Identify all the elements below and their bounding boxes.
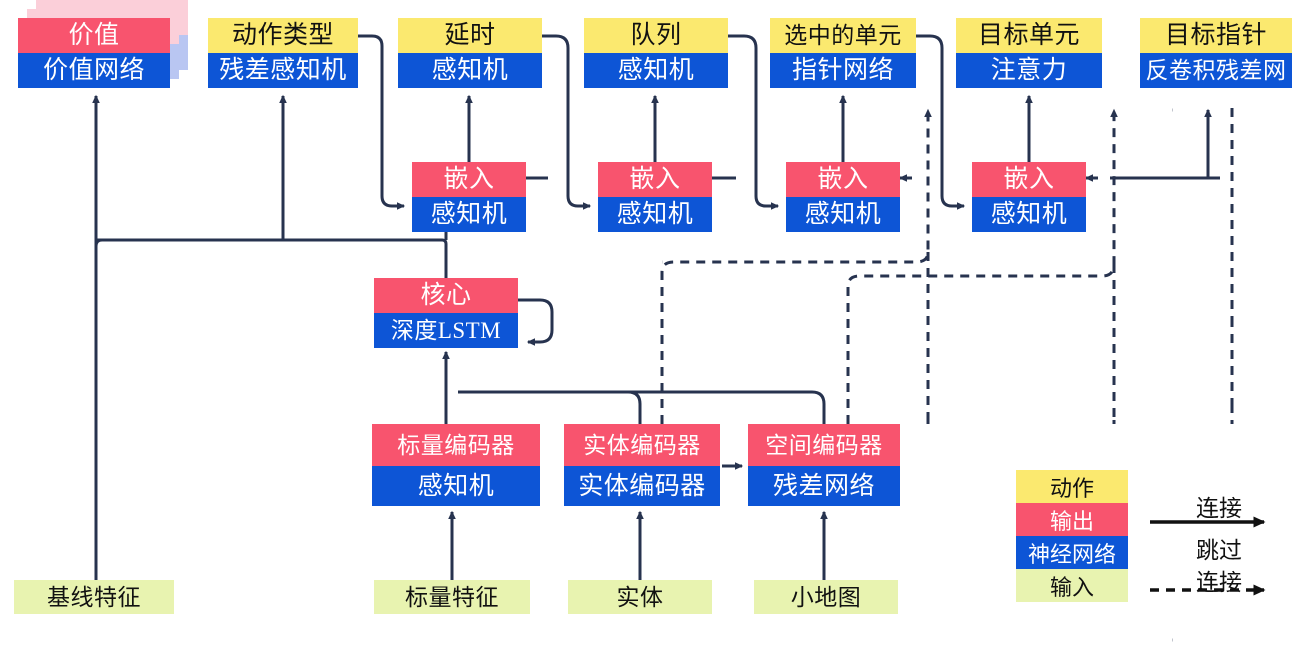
node-scalar-encoder-network-label: 感知机 [372, 466, 540, 506]
node-embed-3-output-label: 嵌入 [786, 162, 900, 197]
wire-core-recurrent-loop [518, 298, 554, 346]
node-delay-network-label: 感知机 [398, 53, 542, 88]
legend-skip-label-line1: 跳过 [1196, 538, 1242, 563]
node-core[interactable]: 核心深度LSTM [374, 278, 518, 348]
node-selected-units-output-label: 选中的单元 [770, 18, 916, 53]
legend-skip-label-line2: 连接 [1196, 570, 1242, 595]
node-scalar-encoder-output-label: 标量编码器 [372, 424, 540, 466]
node-core-network-label: 深度LSTM [374, 313, 518, 348]
node-embed-1-output-label: 嵌入 [412, 162, 526, 197]
node-delay-output-label: 延时 [398, 18, 542, 53]
legend-network: 神经网络 [1016, 536, 1128, 569]
node-action-type-network-label: 残差感知机 [208, 53, 358, 88]
skip-connections-lower [926, 404, 1234, 424]
node-target-unit-network-label: 注意力 [956, 53, 1102, 88]
input-baseline-features-label: 基线特征 [14, 580, 174, 614]
legend-action: 动作 [1016, 470, 1128, 503]
wire-delay-to-embed-2 [542, 34, 592, 210]
node-value-network-label: 价值网络 [18, 53, 170, 88]
wire-queued-to-embed-3 [728, 34, 780, 210]
node-embed-2[interactable]: 嵌入感知机 [598, 162, 712, 232]
wire-selected-units-to-embed-4 [916, 34, 966, 210]
node-queued-output-label: 队列 [584, 18, 728, 53]
input-minimap[interactable]: 小地图 [754, 580, 898, 614]
legend-input: 输入 [1016, 569, 1128, 602]
node-embed-2-output-label: 嵌入 [598, 162, 712, 197]
skip-connections [660, 108, 1234, 424]
node-selected-units[interactable]: 选中的单元指针网络 [770, 18, 916, 88]
wire-skip-entity-to-selected-units [660, 108, 932, 424]
wire-skip-spatial-to-target-unit [846, 108, 1118, 424]
node-scalar-encoder[interactable]: 标量编码器感知机 [372, 424, 540, 506]
node-entity-encoder[interactable]: 实体编码器实体编码器 [564, 424, 720, 506]
node-spatial-encoder-output-label: 空间编码器 [748, 424, 900, 466]
legend-arrow-layer [1150, 516, 1266, 596]
input-baseline-features[interactable]: 基线特征 [14, 580, 174, 614]
node-target-unit-output-label: 目标单元 [956, 18, 1102, 53]
node-embed-2-network-label: 感知机 [598, 197, 712, 232]
node-embed-1-network-label: 感知机 [412, 197, 526, 232]
node-embed-4-network-label: 感知机 [972, 197, 1086, 232]
wire-action-type-to-embed-1 [358, 34, 406, 210]
node-entity-encoder-output-label: 实体编码器 [564, 424, 720, 466]
input-entities-label: 实体 [568, 580, 712, 614]
node-core-output-label: 核心 [374, 278, 518, 313]
legend: 动作输出神经网络输入 [1016, 470, 1128, 602]
node-queued-network-label: 感知机 [584, 53, 728, 88]
node-target-unit[interactable]: 目标单元注意力 [956, 18, 1102, 88]
node-entity-encoder-network-label: 实体编码器 [564, 466, 720, 506]
legend-connection-label: 连接 [1196, 496, 1242, 521]
node-delay[interactable]: 延时感知机 [398, 18, 542, 88]
node-embed-3[interactable]: 嵌入感知机 [786, 162, 900, 232]
legend-output: 输出 [1016, 503, 1128, 536]
node-action-type[interactable]: 动作类型残差感知机 [208, 18, 358, 88]
node-target-point[interactable]: 目标指针反卷积残差网 [1140, 18, 1292, 88]
node-value[interactable]: 价值价值网络 [18, 18, 170, 88]
input-minimap-label: 小地图 [754, 580, 898, 614]
wire-spatial-encoder-to-bus [458, 390, 826, 424]
input-scalar-features-label: 标量特征 [374, 580, 530, 614]
node-embed-1[interactable]: 嵌入感知机 [412, 162, 526, 232]
input-scalar-features[interactable]: 标量特征 [374, 580, 530, 614]
node-spatial-encoder[interactable]: 空间编码器残差网络 [748, 424, 900, 506]
node-embed-4[interactable]: 嵌入感知机 [972, 162, 1086, 232]
node-queued[interactable]: 队列感知机 [584, 18, 728, 88]
node-target-point-output-label: 目标指针 [1140, 18, 1292, 53]
wire-entity-encoder-to-bus [458, 390, 642, 424]
node-embed-3-network-label: 感知机 [786, 197, 900, 232]
node-spatial-encoder-network-label: 残差网络 [748, 466, 900, 506]
node-embed-4-output-label: 嵌入 [972, 162, 1086, 197]
input-entities[interactable]: 实体 [568, 580, 712, 614]
node-action-type-output-label: 动作类型 [208, 18, 358, 53]
node-target-point-network-label: 反卷积残差网 [1140, 53, 1292, 88]
node-value-output-label: 价值 [18, 18, 170, 53]
node-selected-units-network-label: 指针网络 [770, 53, 916, 88]
